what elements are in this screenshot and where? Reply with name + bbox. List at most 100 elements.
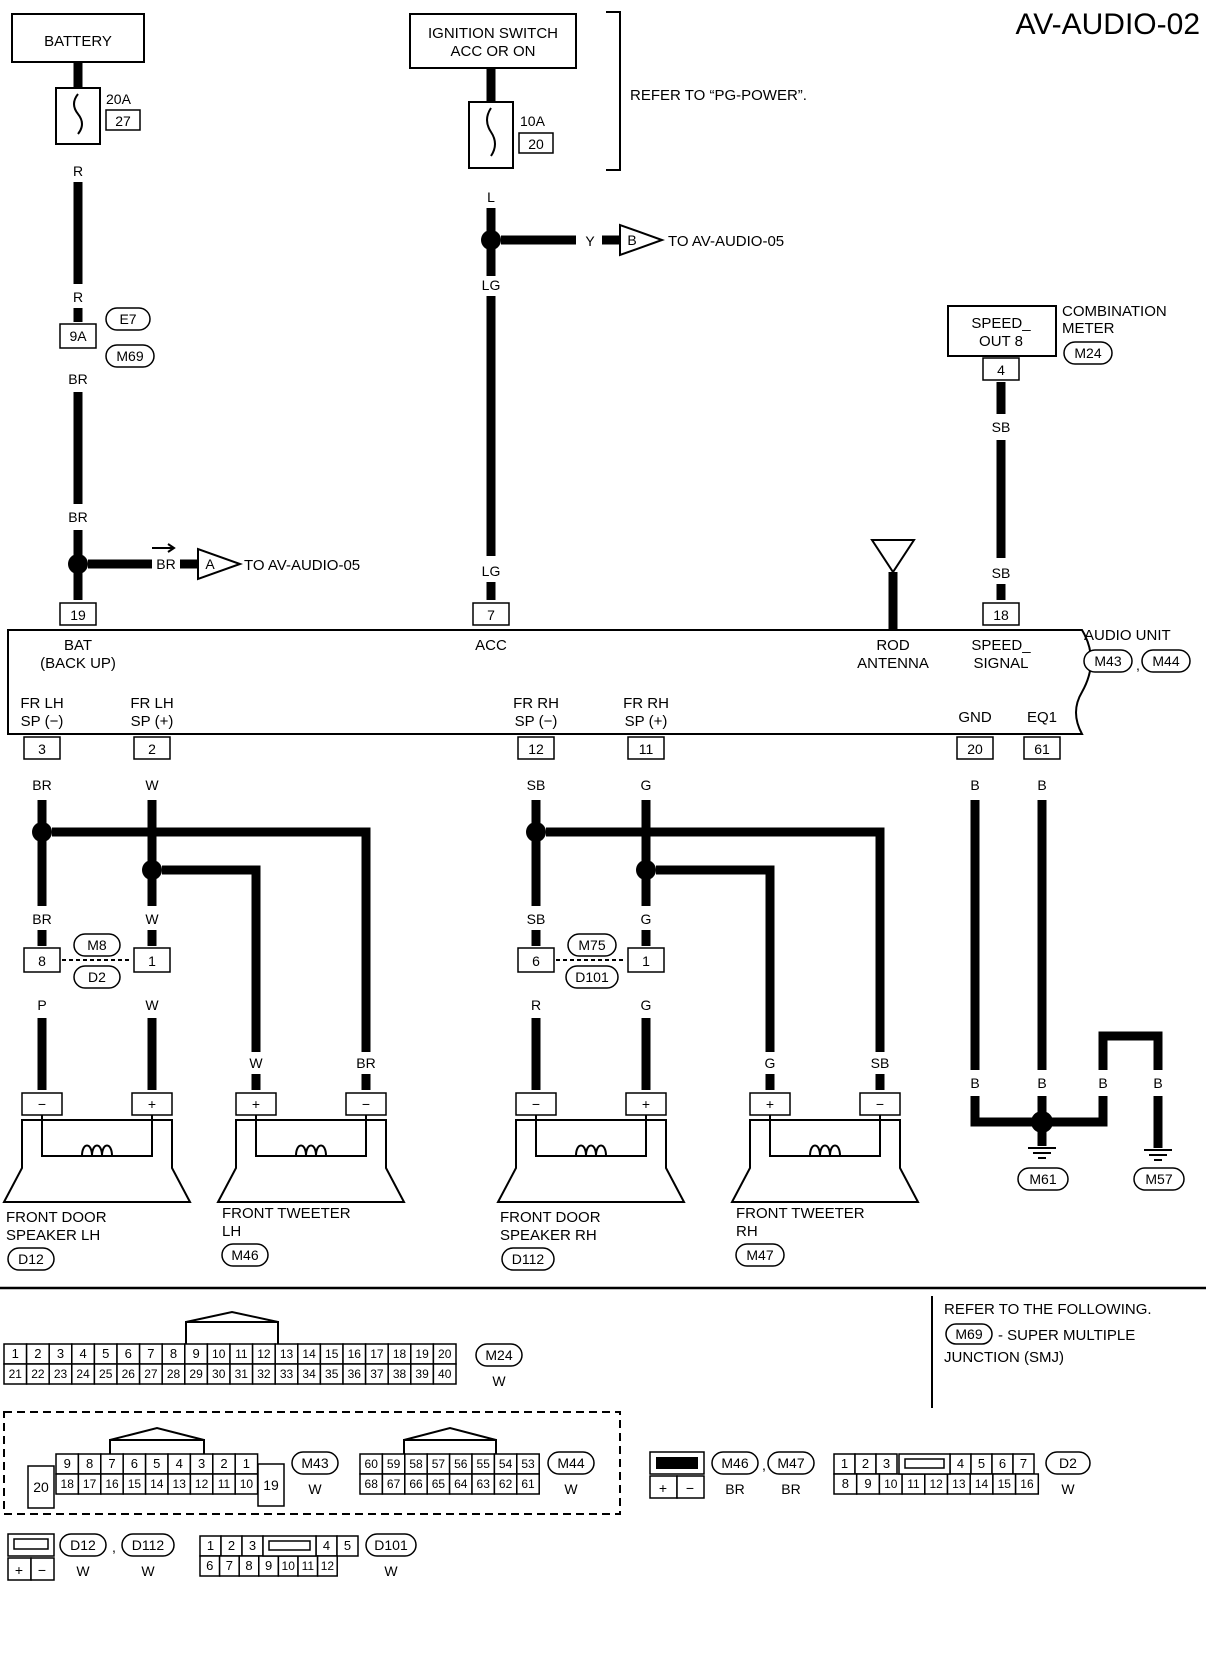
wire-color-w: W [249, 1055, 263, 1071]
speed-out-label-1: SPEED_ [971, 315, 1031, 332]
offpage-b-label: TO AV-AUDIO-05 [668, 233, 784, 250]
legend-m43-pin: 3 [198, 1456, 205, 1471]
offpage-b-flag [619, 223, 665, 257]
legend-d2-cell [1014, 1473, 1040, 1495]
legend-m46-pin-plus-label: + [659, 1480, 667, 1496]
legend-m43-pin: 10 [240, 1477, 254, 1491]
pin-18 [982, 602, 1020, 626]
legend-m24-pin: 5 [102, 1346, 109, 1361]
legend-m24-pin: 17 [370, 1347, 384, 1361]
speaker-plus-sign: + [252, 1096, 260, 1112]
legend-d2-pin: 16 [1020, 1477, 1034, 1491]
pin-1-m8 [133, 947, 171, 973]
connector-m61 [1017, 1167, 1069, 1191]
legend-d2-pin: 10 [884, 1477, 898, 1491]
legend-d101-pin: 5 [344, 1538, 351, 1553]
legend-m43-pin: 1 [243, 1456, 250, 1471]
legend-m24-pin: 34 [302, 1367, 316, 1381]
legend-d2-pin: 7 [1020, 1456, 1027, 1471]
speaker-coil-lead [769, 1115, 881, 1157]
wire-color-sb: SB [527, 911, 546, 927]
wire-color-w: W [145, 911, 159, 927]
legend-m24-tab [185, 1321, 279, 1344]
legend-d2-pin: 6 [999, 1456, 1006, 1471]
legend-m43-pin: 11 [218, 1477, 231, 1491]
refer-bracket [606, 11, 621, 171]
legend-d12-pin-plus-label: + [15, 1562, 23, 1578]
terminal-fr-rh-neg-1: FR RH [513, 695, 559, 712]
legend-m24-pin: 36 [348, 1367, 362, 1381]
refer-connector-m69 [945, 1323, 993, 1345]
front-tweeter-rh: + − [730, 1092, 920, 1203]
front-door-speaker-lh: − + [2, 1092, 192, 1203]
wire-color-b: B [1037, 777, 1046, 793]
rod-antenna-label-2: ANTENNA [857, 655, 929, 672]
legend-m47-color: BR [781, 1481, 800, 1497]
legend-m44-pin: 68 [365, 1477, 379, 1491]
legend-m24-pin: 12 [257, 1347, 271, 1361]
wire-color-b: B [1153, 1075, 1162, 1091]
ignition-switch-box [409, 13, 577, 69]
pin-8-label: 8 [38, 953, 46, 969]
wire-segment [970, 1096, 1042, 1127]
coil-icon [809, 1144, 841, 1157]
fuse-27-number: 27 [115, 113, 131, 129]
legend-d2-color: W [1061, 1481, 1075, 1497]
terminal-fr-lh-pos-1: FR LH [130, 695, 173, 712]
legend-m24-pin: 10 [212, 1347, 226, 1361]
pin-4-label: 4 [997, 362, 1005, 378]
legend-d101-pin: 10 [282, 1559, 296, 1573]
legend-d2-pin: 13 [952, 1477, 966, 1491]
legend-m43-pin: 15 [128, 1477, 142, 1491]
connector-m43-label: M43 [1094, 653, 1121, 669]
front-tweeter-lh-label-2: LH [222, 1223, 241, 1240]
legend-m24-pin: 4 [79, 1346, 86, 1361]
connector-d12 [7, 1247, 55, 1271]
legend-m24-pin: 38 [393, 1367, 407, 1381]
terminal-acc-label: ACC [475, 637, 507, 654]
legend-m43-badge [291, 1451, 339, 1475]
pin-7 [472, 602, 510, 626]
legend-m46-m47: + − M46 , M47 BR BR [649, 1451, 815, 1499]
connector-m44-label: M44 [1152, 653, 1179, 669]
legend-m24-label: M24 [485, 1347, 512, 1363]
legend-d101-pin: 8 [245, 1558, 252, 1573]
connector-m43 [1083, 649, 1133, 673]
connector-m61-label: M61 [1029, 1171, 1056, 1187]
legend-d12-pin-minus [30, 1557, 55, 1581]
legend-m43-pin: 12 [195, 1477, 209, 1491]
legend-m43-pin: 4 [176, 1456, 183, 1471]
pin-7-label: 7 [487, 607, 495, 623]
legend-separator: , [762, 1457, 766, 1473]
offpage-a-letter: A [205, 556, 215, 572]
wire-segment [656, 865, 775, 1052]
wire-color-br: BR [68, 509, 87, 525]
connector-m8 [73, 933, 121, 957]
legend-m43-pin: 18 [61, 1477, 75, 1491]
wire-segment [546, 827, 885, 1052]
legend-m24-pin: 22 [31, 1367, 45, 1381]
legend-d2-label: D2 [1059, 1455, 1077, 1471]
fuse-20-rating: 10A [520, 113, 546, 129]
fuse-27-rating: 20A [106, 91, 132, 107]
legend-m44-pin: 62 [499, 1477, 513, 1491]
connector-m75-label: M75 [578, 937, 605, 953]
splice-dot [32, 822, 52, 842]
legend-m24-pin: 20 [438, 1347, 452, 1361]
combination-meter-label-2: METER [1062, 320, 1115, 337]
legend-m24-pin: 39 [415, 1367, 429, 1381]
connector-d101-label: D101 [575, 969, 609, 985]
legend-d2-pin: 8 [842, 1476, 849, 1491]
ground-icon [1028, 1147, 1056, 1159]
legend-d101-pin: 2 [228, 1538, 235, 1553]
wire-color-w: W [145, 997, 159, 1013]
coil-icon [575, 1144, 607, 1157]
legend-m44-pin: 53 [521, 1457, 535, 1471]
legend-m44-pin: 55 [477, 1457, 491, 1471]
connector-m47 [735, 1243, 785, 1267]
wire-color-sb: SB [992, 565, 1011, 581]
speaker-plus-sign: + [766, 1096, 774, 1112]
splice-dot [68, 554, 88, 574]
front-tweeter-rh-label-1: FRONT TWEETER [736, 1205, 865, 1222]
